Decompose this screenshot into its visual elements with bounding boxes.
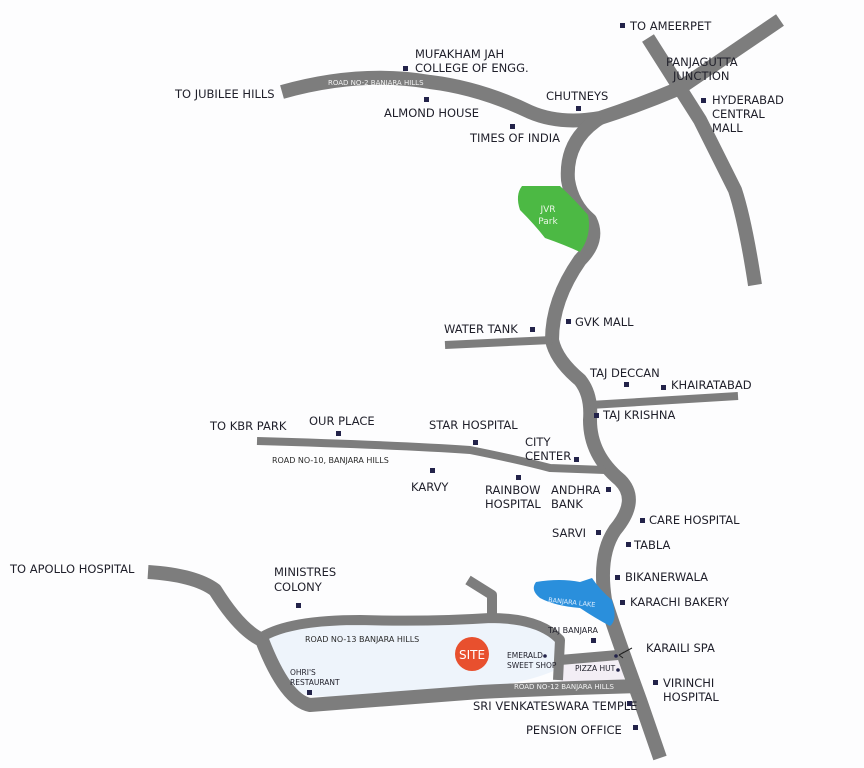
dir-apollo: TO APOLLO HOSPITAL xyxy=(9,562,135,576)
svg-text:KARVY: KARVY xyxy=(411,480,449,494)
svg-text:ALMOND HOUSE: ALMOND HOUSE xyxy=(384,106,479,120)
svg-text:BANK: BANK xyxy=(551,497,583,511)
svg-text:TAJ DECCAN: TAJ DECCAN xyxy=(589,366,660,380)
svg-text:MALL: MALL xyxy=(712,121,743,135)
road-10-label: ROAD NO-10, BANJARA HILLS xyxy=(272,456,389,465)
banjara-lake xyxy=(533,578,615,626)
svg-text:SARVI: SARVI xyxy=(552,526,586,540)
svg-text:PIZZA HUT: PIZZA HUT xyxy=(575,664,616,673)
svg-text:COLLEGE OF ENGG.: COLLEGE OF ENGG. xyxy=(415,61,529,75)
dir-jubilee-hills: TO JUBILEE HILLS xyxy=(174,87,275,101)
landmarks: MUFAKHAM JAH COLLEGE OF ENGG. ALMOND HOU… xyxy=(274,47,784,737)
svg-text:HOSPITAL: HOSPITAL xyxy=(663,690,719,704)
svg-text:HOSPITAL: HOSPITAL xyxy=(485,497,541,511)
svg-text:CENTER: CENTER xyxy=(525,449,571,463)
svg-text:MINISTRES: MINISTRES xyxy=(274,565,336,579)
svg-text:CHUTNEYS: CHUTNEYS xyxy=(546,89,608,103)
svg-text:VIRINCHI: VIRINCHI xyxy=(663,676,714,690)
road-12-label: ROAD NO-12 BANJARA HILLS xyxy=(514,683,615,691)
svg-text:CENTRAL: CENTRAL xyxy=(712,107,765,121)
svg-text:JUNCTION: JUNCTION xyxy=(672,69,730,83)
svg-text:TAJ KRISHNA: TAJ KRISHNA xyxy=(602,408,676,422)
svg-text:CITY: CITY xyxy=(525,435,551,449)
svg-text:COLONY: COLONY xyxy=(274,580,323,594)
svg-text:EMERALD: EMERALD xyxy=(507,651,543,660)
svg-text:TIMES OF INDIA: TIMES OF INDIA xyxy=(469,131,560,145)
svg-text:GVK MALL: GVK MALL xyxy=(575,315,634,329)
svg-text:RAINBOW: RAINBOW xyxy=(485,483,541,497)
svg-text:HYDERABAD: HYDERABAD xyxy=(712,93,784,107)
svg-text:PENSION OFFICE: PENSION OFFICE xyxy=(526,723,622,737)
dir-kbr-park: TO KBR PARK xyxy=(209,419,287,433)
park-label-1: JVR xyxy=(539,205,555,215)
svg-text:SWEET SHOP: SWEET SHOP xyxy=(507,661,557,670)
site-enclosed-area xyxy=(262,617,560,697)
svg-text:TAJ BANJARA: TAJ BANJARA xyxy=(547,626,599,635)
svg-text:KARAILI SPA: KARAILI SPA xyxy=(646,641,715,655)
svg-text:SRI VENKATESWARA TEMPLE: SRI VENKATESWARA TEMPLE xyxy=(473,699,637,713)
svg-text:MUFAKHAM JAH: MUFAKHAM JAH xyxy=(415,47,504,61)
park-label-2: Park xyxy=(538,217,558,227)
dir-ameerpet: TO AMEERPET xyxy=(629,19,712,33)
svg-text:WATER TANK: WATER TANK xyxy=(444,322,518,336)
road-2-label: ROAD NO-2 BANJARA HILLS xyxy=(328,79,424,87)
svg-text:ANDHRA: ANDHRA xyxy=(551,483,600,497)
jvr-park xyxy=(517,186,589,252)
svg-text:PANJAGUTTA: PANJAGUTTA xyxy=(666,55,738,69)
svg-text:TABLA: TABLA xyxy=(633,538,671,552)
svg-text:RESTAURANT: RESTAURANT xyxy=(290,678,340,687)
svg-text:KARACHI BAKERY: KARACHI BAKERY xyxy=(630,595,730,609)
svg-text:STAR HOSPITAL: STAR HOSPITAL xyxy=(429,418,518,432)
svg-text:CARE HOSPITAL: CARE HOSPITAL xyxy=(649,513,740,527)
svg-text:BIKANERWALA: BIKANERWALA xyxy=(625,570,708,584)
svg-text:KHAIRATABAD: KHAIRATABAD xyxy=(671,378,752,392)
svg-text:OHRI'S: OHRI'S xyxy=(290,668,316,677)
road-13-label: ROAD NO-13 BANJARA HILLS xyxy=(305,635,419,644)
pin-ameerpet xyxy=(620,23,625,28)
site-label: SITE xyxy=(459,648,485,662)
site-marker[interactable] xyxy=(455,637,489,671)
svg-text:OUR PLACE: OUR PLACE xyxy=(309,414,375,428)
